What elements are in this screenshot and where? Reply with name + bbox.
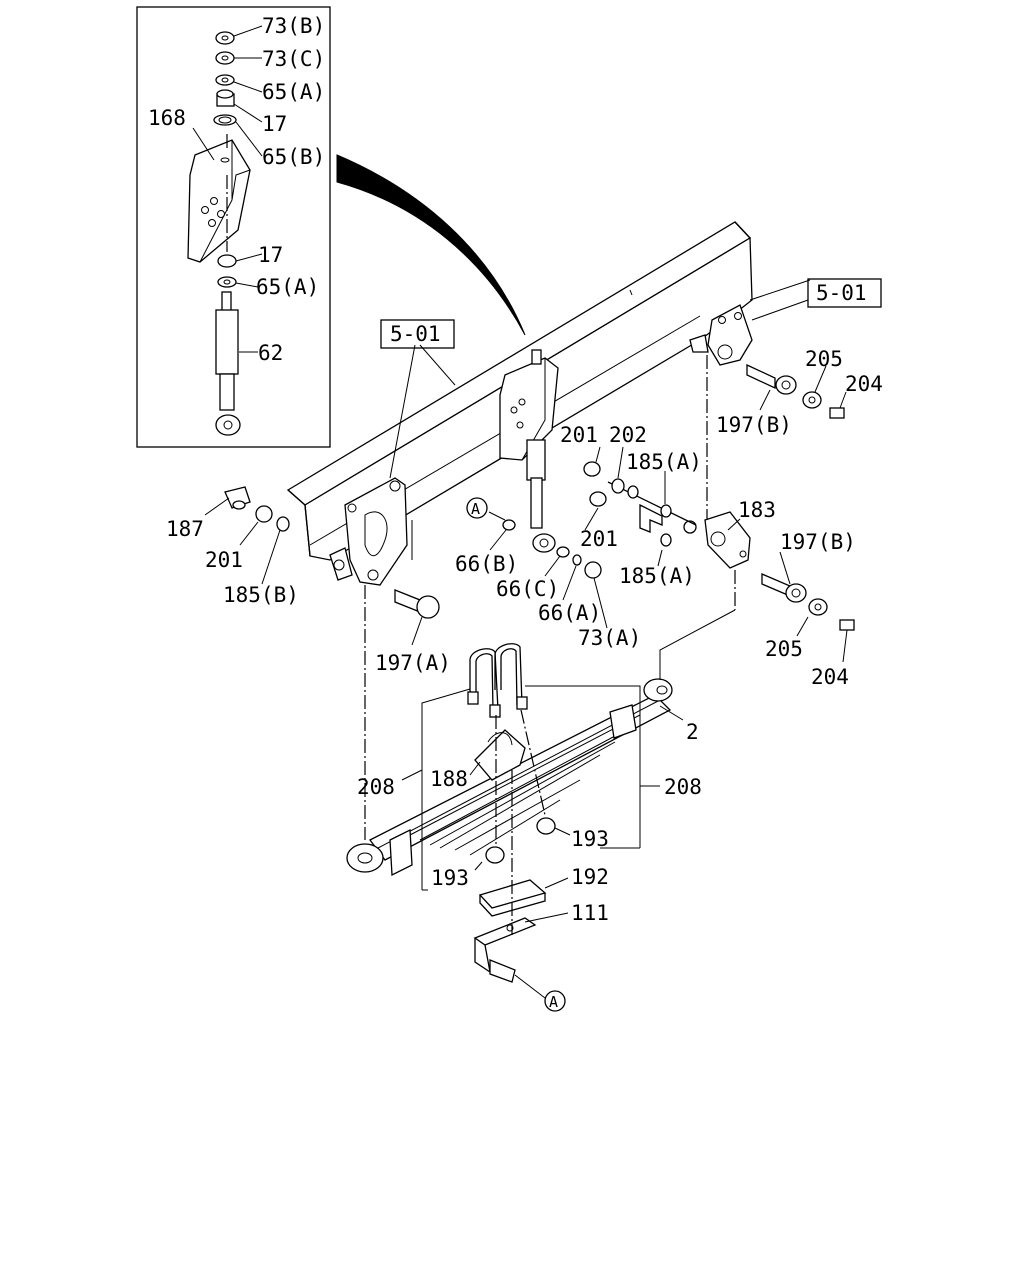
inset-exploded-view: 73(B) 73(C) 65(A) 17 65(B) 168 17 65(A) … (136, 6, 331, 448)
callout-192: 192 (571, 865, 609, 889)
callout-204-bottom: 204 (811, 665, 849, 689)
bolt-197a-part (394, 589, 440, 619)
inset-frame (136, 6, 331, 448)
marker-a-lower-label: A (549, 993, 558, 1011)
washer-65b-part (213, 114, 237, 126)
marker-a-upper: A (466, 497, 488, 519)
ref-box-5-01-left: 5-01 (380, 319, 455, 349)
inset-leader-lines (192, 25, 263, 353)
inset-callout-17-lower: 17 (258, 243, 283, 267)
callout-205-bottom: 205 (765, 637, 803, 661)
grease-fitting-204-upper-part (829, 407, 845, 419)
washer-65a-lower-part (217, 276, 237, 288)
callout-185b: 185(B) (223, 583, 299, 607)
ref-box-5-01-right: 5-01 (807, 278, 882, 308)
bushing-201-left-part (255, 505, 273, 523)
callout-201-mid: 201 (580, 527, 618, 551)
nut-205-upper-part (802, 391, 822, 409)
callout-66a: 66(A) (538, 601, 601, 625)
callout-197b-top: 197(B) (716, 413, 792, 437)
callout-208-right: 208 (664, 775, 702, 799)
callout-188: 188 (430, 767, 468, 791)
inset-callout-168: 168 (148, 106, 186, 130)
bracket-168-part (187, 139, 251, 263)
callout-2: 2 (686, 720, 699, 744)
callout-73a: 73(A) (578, 626, 641, 650)
washer-66b-part (502, 519, 516, 531)
grease-fitting-187-part (224, 486, 251, 510)
grease-fitting-204-lower-part (839, 619, 855, 631)
nut-193-left-part (485, 846, 505, 864)
callout-labels: 205 204 197(B) 201 202 185(A) 183 197(B)… (166, 347, 883, 925)
inset-callout-65a-upper: 65(A) (262, 80, 325, 104)
nut-73a-part (584, 561, 602, 579)
callout-66b: 66(B) (455, 552, 518, 576)
washer-66c-part (556, 546, 570, 558)
washer-65a-upper-part (215, 74, 235, 86)
bracket-111-part (473, 917, 537, 983)
callout-187: 187 (166, 517, 204, 541)
marker-a-lower: A (544, 990, 566, 1012)
u-bolt-right-part (494, 643, 528, 710)
bushing-17-upper-part (216, 89, 235, 107)
nut-73b-part (215, 31, 235, 45)
ref-box-right-label: 5-01 (816, 281, 867, 305)
shock-absorber-part (526, 439, 556, 553)
inset-callout-73b: 73(B) (262, 14, 325, 38)
inset-callout-17-upper: 17 (262, 112, 287, 136)
bushing-17-lower-part (217, 254, 237, 268)
callout-111: 111 (571, 901, 609, 925)
inset-callout-62: 62 (258, 341, 283, 365)
assembly-centerlines (364, 355, 736, 935)
callout-185a-mid: 185(A) (619, 564, 695, 588)
callout-201-upper: 201 (560, 423, 598, 447)
nut-193-right-part (536, 817, 556, 835)
spring-seat-188-part (474, 729, 526, 781)
callout-193-left: 193 (431, 866, 469, 890)
bolt-197b-lower-part (761, 573, 807, 603)
washer-185b-part (276, 516, 290, 532)
marker-a-upper-label: A (471, 500, 480, 518)
inset-callout-65b: 65(B) (262, 145, 325, 169)
detail-pointer-arc (336, 154, 526, 336)
leader-lines (204, 299, 848, 999)
callout-183: 183 (738, 498, 776, 522)
leaf-spring-2-part (346, 678, 673, 877)
callout-208-left: 208 (357, 775, 395, 799)
callout-201-left: 201 (205, 548, 243, 572)
bolt-202-set (583, 461, 697, 547)
callout-204-top: 204 (845, 372, 883, 396)
callout-197b-mid: 197(B) (780, 530, 856, 554)
callout-193-right: 193 (571, 827, 609, 851)
front-hanger-bracket-part (329, 477, 408, 586)
nut-205-lower-part (808, 598, 828, 616)
bolt-197b-upper-part (746, 363, 797, 395)
callout-197a: 197(A) (375, 651, 451, 675)
washer-66a-part (572, 554, 582, 566)
nut-73c-part (215, 51, 235, 65)
inset-callout-65a-lower: 65(A) (256, 275, 319, 299)
shock-absorber-62-part (215, 291, 241, 436)
callout-205-top: 205 (805, 347, 843, 371)
callout-202: 202 (609, 423, 647, 447)
rear-hanger-bracket-part (689, 304, 753, 366)
ref-box-left-label: 5-01 (390, 322, 441, 346)
callout-66c: 66(C) (496, 577, 559, 601)
callout-185a-upper: 185(A) (626, 450, 702, 474)
inset-callout-73c: 73(C) (262, 47, 325, 71)
